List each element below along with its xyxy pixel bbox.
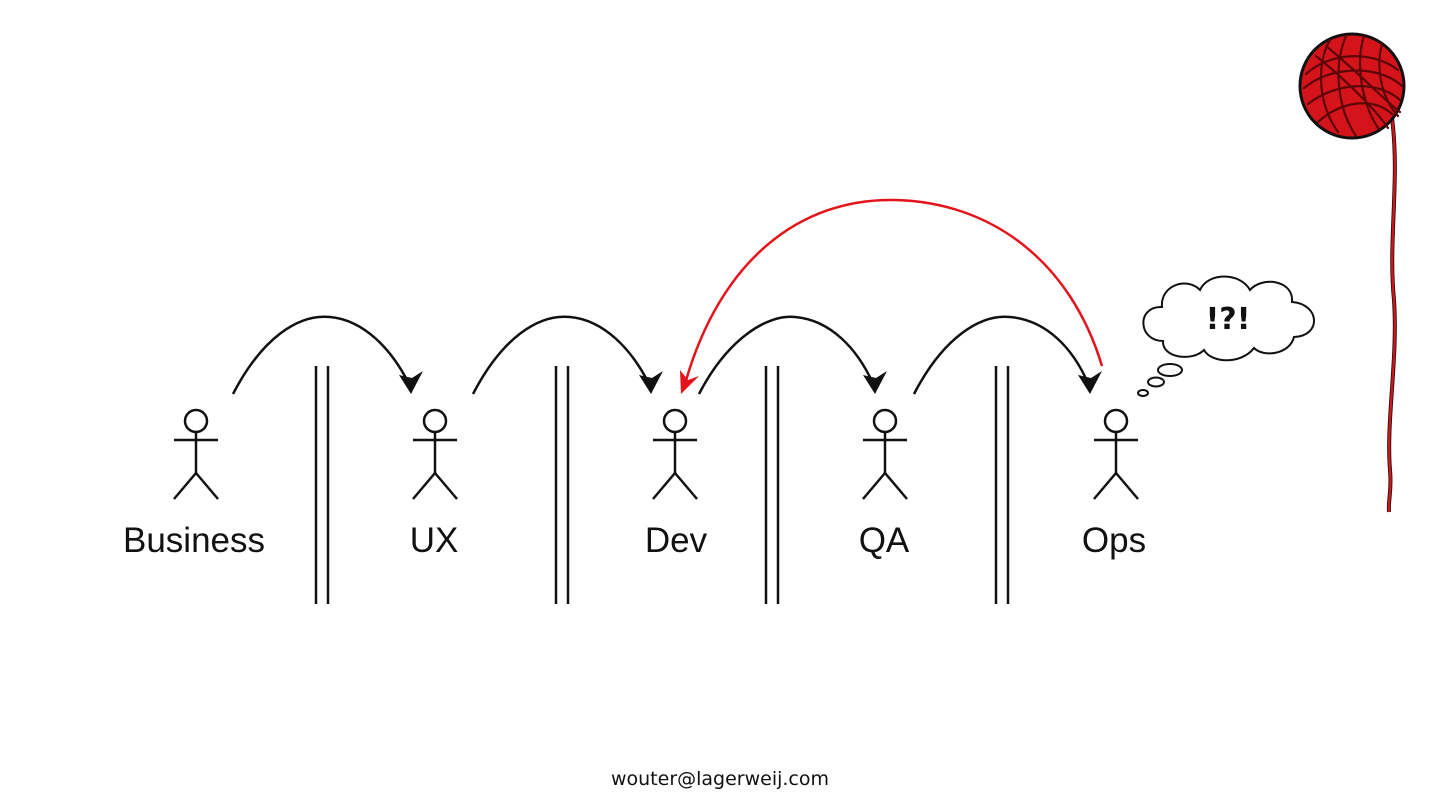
wall-business-ux <box>314 366 330 604</box>
actor-business <box>173 408 219 500</box>
handoff-arrow-qa-ops <box>912 315 1102 395</box>
actor-ux <box>412 408 458 500</box>
actor-label-ops: Ops <box>1082 521 1146 560</box>
yarn-ball-icon <box>1298 32 1406 513</box>
actor-ops <box>1093 408 1139 500</box>
wall-qa-ops <box>994 366 1010 604</box>
stick-figure-icon <box>1093 408 1139 500</box>
stick-figure-icon <box>862 408 908 500</box>
thought-cloud <box>1142 275 1315 362</box>
feedback-arrow-ops-dev <box>680 198 1104 394</box>
actor-label-ux: UX <box>410 521 459 560</box>
actor-dev <box>652 408 698 500</box>
wall-dev-qa <box>764 366 780 604</box>
stick-figure-icon <box>652 408 698 500</box>
actor-label-dev: Dev <box>645 521 708 560</box>
stick-figure-icon <box>173 408 219 500</box>
handoff-arrow-business-ux <box>231 315 423 395</box>
thought-bubble-text: !?! <box>1206 302 1251 337</box>
handoff-arrow-ux-dev <box>471 315 663 395</box>
footer-email: wouter@lagerweij.com <box>610 768 830 790</box>
thought-bubble <box>1137 275 1315 397</box>
actor-label-business: Business <box>123 521 265 560</box>
handoff-arrow-dev-qa <box>697 315 887 395</box>
actor-label-qa: QA <box>859 521 910 560</box>
stick-figure-icon <box>412 408 458 500</box>
actor-qa <box>862 408 908 500</box>
wall-ux-dev <box>554 366 570 604</box>
